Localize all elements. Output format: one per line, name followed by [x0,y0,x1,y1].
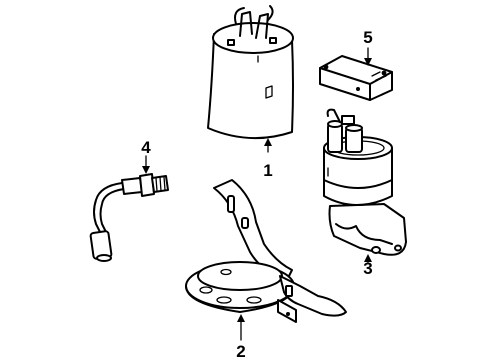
canister [207,5,294,140]
oxygen-sensor [89,173,169,262]
egr-valve [323,108,407,256]
part-number-5: 5 [363,28,372,47]
mounting-bracket [185,179,347,323]
part-number-3: 3 [363,259,372,278]
part-number-1: 1 [263,161,272,180]
leader-lines [142,47,372,341]
part-number-2: 2 [236,342,245,360]
control-module [319,55,393,101]
part-number-4: 4 [141,138,151,157]
